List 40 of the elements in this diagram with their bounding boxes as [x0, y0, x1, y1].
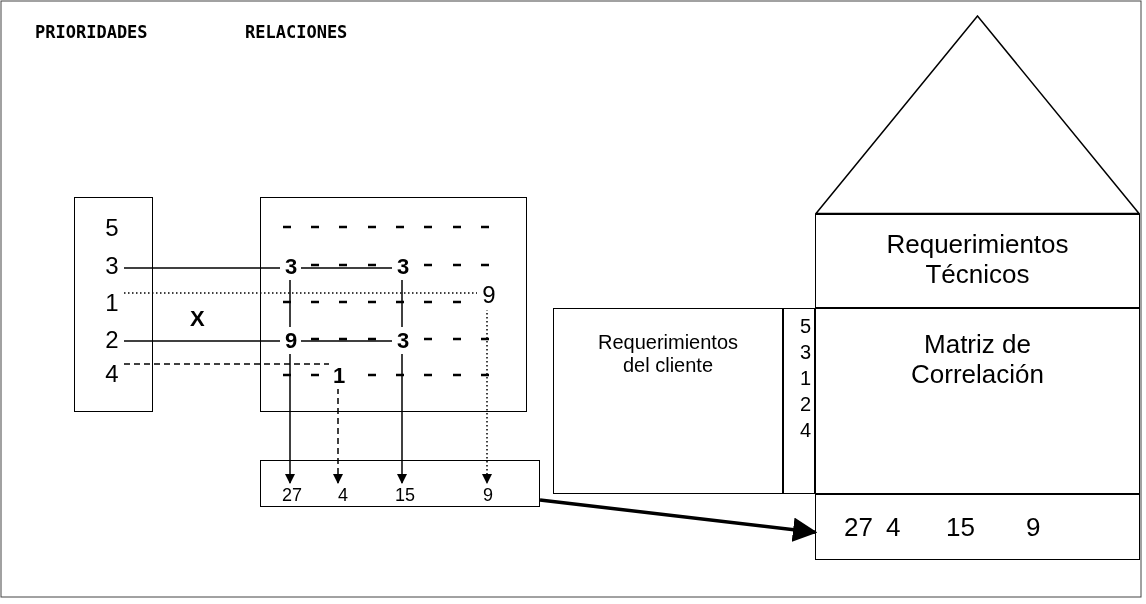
roof-triangle — [815, 15, 1140, 214]
connector-line — [401, 278, 403, 328]
priority-value: 2 — [798, 392, 811, 417]
priority-value: 5 — [99, 215, 125, 241]
priority-value: 3 — [99, 253, 125, 279]
arrow — [539, 498, 818, 542]
priority-column — [783, 308, 815, 494]
result-value: 15 — [390, 484, 420, 506]
multiply-sign: X — [190, 306, 205, 332]
relation-matrix — [260, 197, 527, 412]
result-value: 4 — [886, 512, 901, 542]
connector-line — [289, 278, 291, 328]
connector-line — [123, 363, 330, 365]
result-value: 27 — [278, 484, 306, 506]
priority-column — [74, 197, 153, 412]
priority-value: 2 — [99, 327, 125, 353]
connector-line — [123, 292, 478, 294]
result-value: 27 — [844, 512, 873, 542]
priority-value: 3 — [798, 340, 811, 365]
priority-value: 5 — [798, 314, 811, 339]
result-row — [260, 460, 540, 507]
priority-value: 4 — [798, 418, 811, 443]
connector-line — [123, 267, 281, 269]
score-row — [815, 494, 1140, 560]
result-value: 9 — [479, 484, 497, 506]
result-value: 15 — [946, 512, 975, 542]
result-value: 4 — [334, 484, 352, 506]
customer-requirements-box: Requerimientos del cliente — [553, 308, 783, 494]
technical-requirements-box: Requerimientos Técnicos — [815, 214, 1140, 308]
section-heading: PRIORIDADES — [35, 22, 148, 42]
arrow — [332, 387, 344, 485]
priority-value: 1 — [798, 366, 811, 391]
connector-line — [123, 340, 281, 342]
section-heading: RELACIONES — [245, 22, 348, 42]
correlation-matrix-box: Matriz de Correlación — [815, 308, 1140, 494]
priority-value: 4 — [99, 361, 125, 387]
priority-value: 1 — [99, 290, 125, 316]
arrow — [284, 352, 296, 485]
arrow — [396, 352, 408, 485]
result-value: 9 — [1026, 512, 1041, 542]
